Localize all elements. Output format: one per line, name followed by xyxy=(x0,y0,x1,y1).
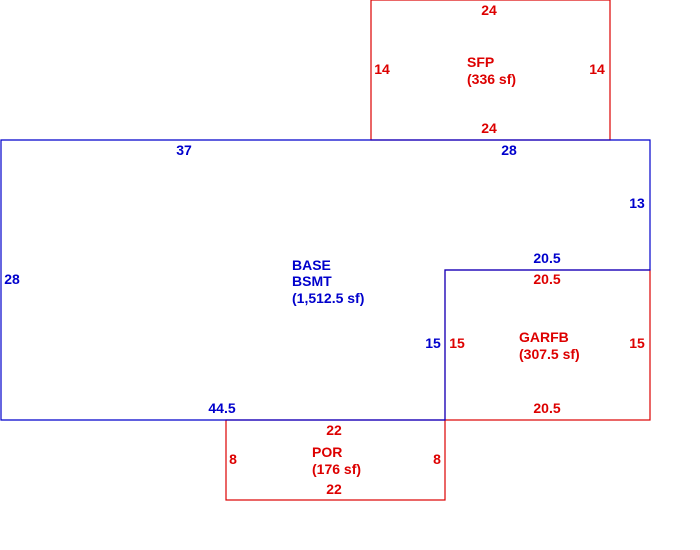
base-dim-top-right: 28 xyxy=(501,142,517,158)
base-name-line1: BASE xyxy=(292,257,331,273)
sfp-dim-top: 24 xyxy=(481,2,497,18)
por-name: POR xyxy=(312,444,342,460)
sfp-dim-right: 14 xyxy=(589,61,605,77)
base-dim-right-upper: 13 xyxy=(629,195,645,211)
sfp-name: SFP xyxy=(467,54,494,70)
garfb-outline xyxy=(444,269,651,421)
sfp-dim-bottom: 24 xyxy=(481,120,497,136)
por-dim-left: 8 xyxy=(229,451,237,467)
por-dim-bottom: 22 xyxy=(326,481,342,497)
por-area: (176 sf) xyxy=(312,461,361,477)
por-dim-right: 8 xyxy=(433,451,441,467)
base-dim-bottom: 44.5 xyxy=(208,400,235,416)
garfb-dim-left: 15 xyxy=(449,335,465,351)
sfp-dim-left: 14 xyxy=(374,61,390,77)
garfb-name: GARFB xyxy=(519,329,569,345)
base-dim-top-left: 37 xyxy=(176,142,192,158)
garfb-area: (307.5 sf) xyxy=(519,346,580,362)
base-outline xyxy=(0,139,651,421)
base-dim-notch-side: 15 xyxy=(425,335,441,351)
sfp-outline xyxy=(370,0,611,141)
base-dim-notch-top: 20.5 xyxy=(533,250,560,266)
por-dim-top: 22 xyxy=(326,422,342,438)
garfb-dim-top: 20.5 xyxy=(533,271,560,287)
base-area: (1,512.5 sf) xyxy=(292,290,364,306)
garfb-dim-bottom: 20.5 xyxy=(533,400,560,416)
base-dim-left: 28 xyxy=(4,271,20,287)
sfp-area: (336 sf) xyxy=(467,71,516,87)
garfb-dim-right: 15 xyxy=(629,335,645,351)
base-name-line2: BSMT xyxy=(292,273,332,289)
